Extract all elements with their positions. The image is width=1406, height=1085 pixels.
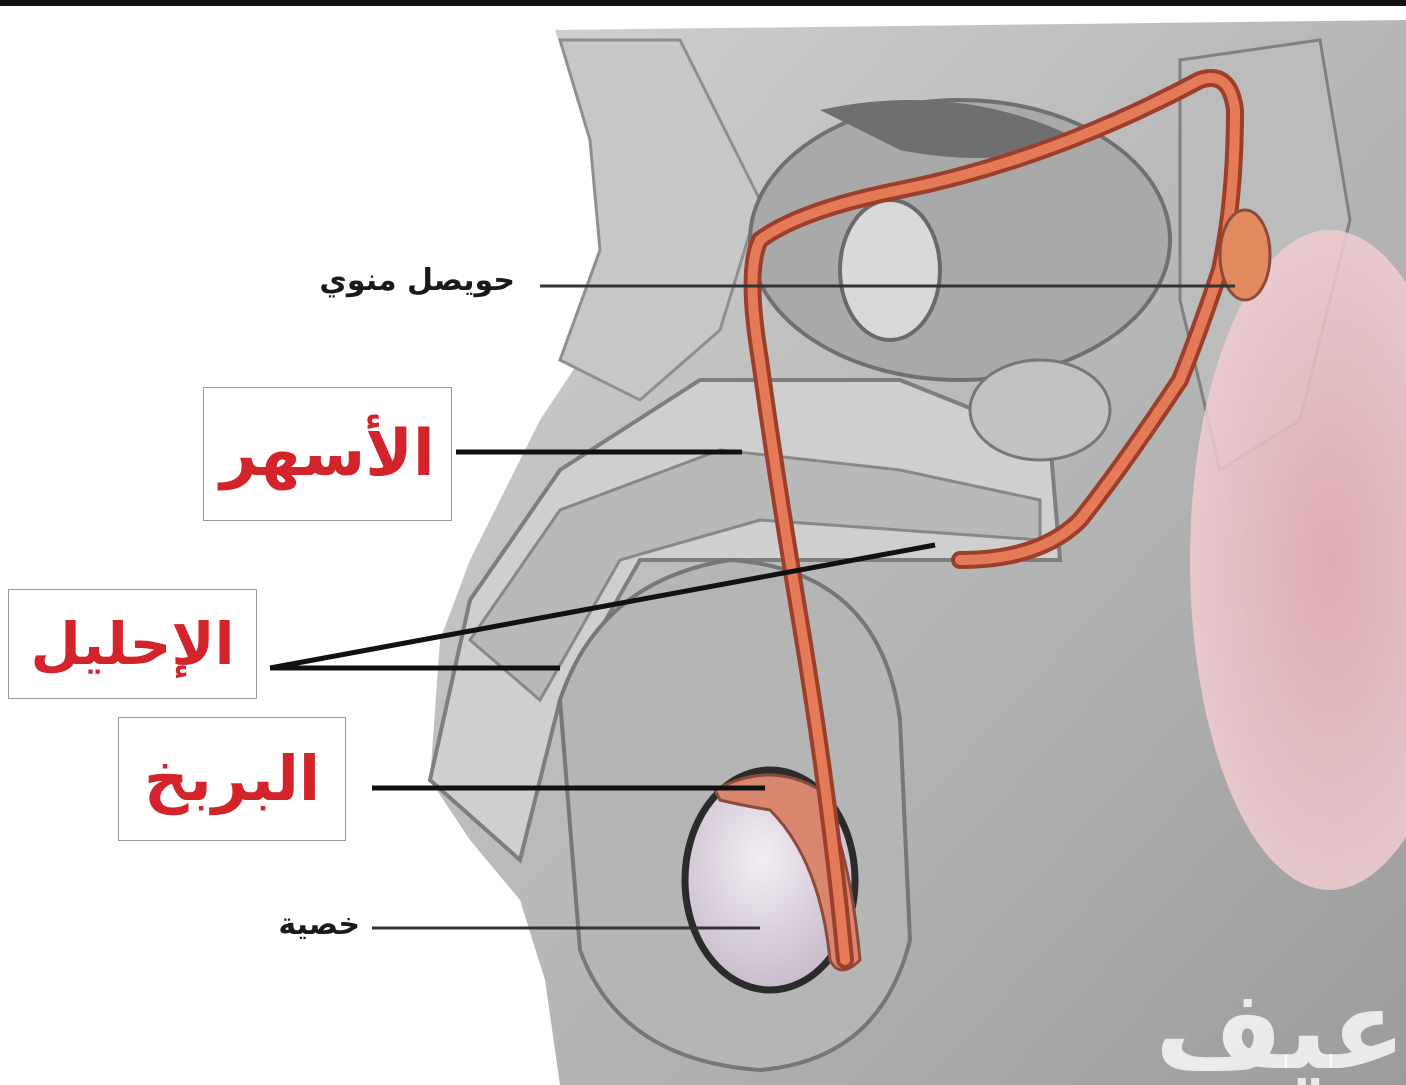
label-vas-deferens: الأسهر — [203, 387, 452, 521]
pubic-bone — [840, 200, 940, 340]
prostate — [970, 360, 1110, 460]
top-border — [0, 0, 1406, 6]
label-epididymis: البربخ — [118, 717, 346, 841]
watermark-text: عيف — [1140, 975, 1406, 1085]
label-urethra: الإحليل — [8, 589, 257, 699]
label-testis: خصية — [240, 910, 360, 940]
label-seminal-vesicle: حويصل منوي — [280, 266, 515, 296]
